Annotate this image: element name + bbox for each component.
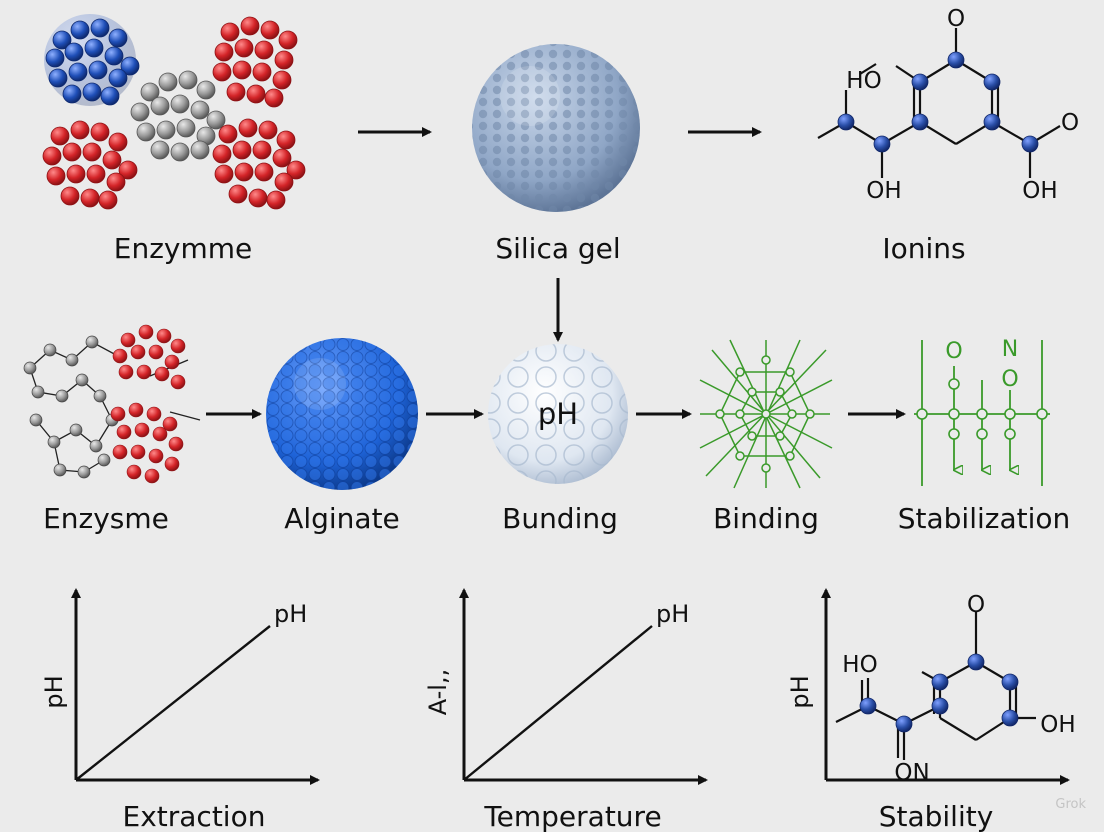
alginate-sphere <box>266 338 418 490</box>
line-label: pH <box>656 600 689 628</box>
y-axis-label: pH <box>786 675 814 708</box>
atom-label: HO <box>846 68 881 94</box>
chain-atom-label: N <box>1002 337 1018 362</box>
watermark: Grok <box>1055 797 1086 812</box>
atom-label: OH <box>1022 178 1057 204</box>
ph-bead-sphere: pH <box>488 344 628 484</box>
x-axis-label: Stability <box>879 800 994 832</box>
chart-extraction: pH pH Extraction <box>40 588 320 832</box>
label-bunding: Bunding <box>502 502 618 535</box>
enzyme-cluster-mid <box>23 324 201 484</box>
line-label: pH <box>274 600 307 628</box>
blue-subunit <box>44 14 140 106</box>
label-silica-gel: Silica gel <box>495 232 620 265</box>
atom-label: ON <box>894 760 929 786</box>
sphere-ph-label: pH <box>538 397 578 431</box>
molecule-top: O HO O OH OH <box>817 6 1079 204</box>
y-axis-label: pH <box>40 675 68 708</box>
atom-label: HO <box>842 652 877 678</box>
silica-gel-sphere <box>472 44 640 212</box>
stabilization-chains: O N O <box>914 337 1050 486</box>
atom-label: O <box>947 6 965 32</box>
y-axis-label: A-l,, <box>424 669 452 715</box>
chain-atom-label: O <box>945 339 962 364</box>
chart-stability: pH Stability O HO OH ON <box>786 588 1076 832</box>
label-stabilization: Stabilization <box>898 502 1071 535</box>
atom-label: OH <box>1040 712 1075 738</box>
red-subunit-top-right <box>212 16 298 108</box>
trend-line <box>75 625 271 781</box>
molecule-bottom: O HO OH ON <box>835 592 1076 786</box>
chart-temperature: A-l,, pH Temperature <box>424 588 708 832</box>
gray-linker <box>130 70 226 162</box>
trend-line <box>463 625 653 781</box>
atom-label: O <box>967 592 985 618</box>
red-subunit-bottom-left <box>42 120 138 210</box>
label-alginate: Alginate <box>284 502 400 535</box>
binding-network <box>699 339 833 489</box>
label-enzysme: Enzysme <box>43 502 169 535</box>
x-axis-label: Temperature <box>483 800 661 832</box>
atom-label: O <box>1061 110 1079 136</box>
red-subunit-bottom-right <box>212 118 306 210</box>
label-binding: Binding <box>713 502 819 535</box>
atom-label: OH <box>866 178 901 204</box>
x-axis-label: Extraction <box>123 800 266 832</box>
enzyme-cluster-top <box>42 14 306 210</box>
chain-atom-label: O <box>1001 367 1018 392</box>
label-enzymme: Enzymme <box>114 232 252 265</box>
label-ionins: Ionins <box>882 232 965 265</box>
